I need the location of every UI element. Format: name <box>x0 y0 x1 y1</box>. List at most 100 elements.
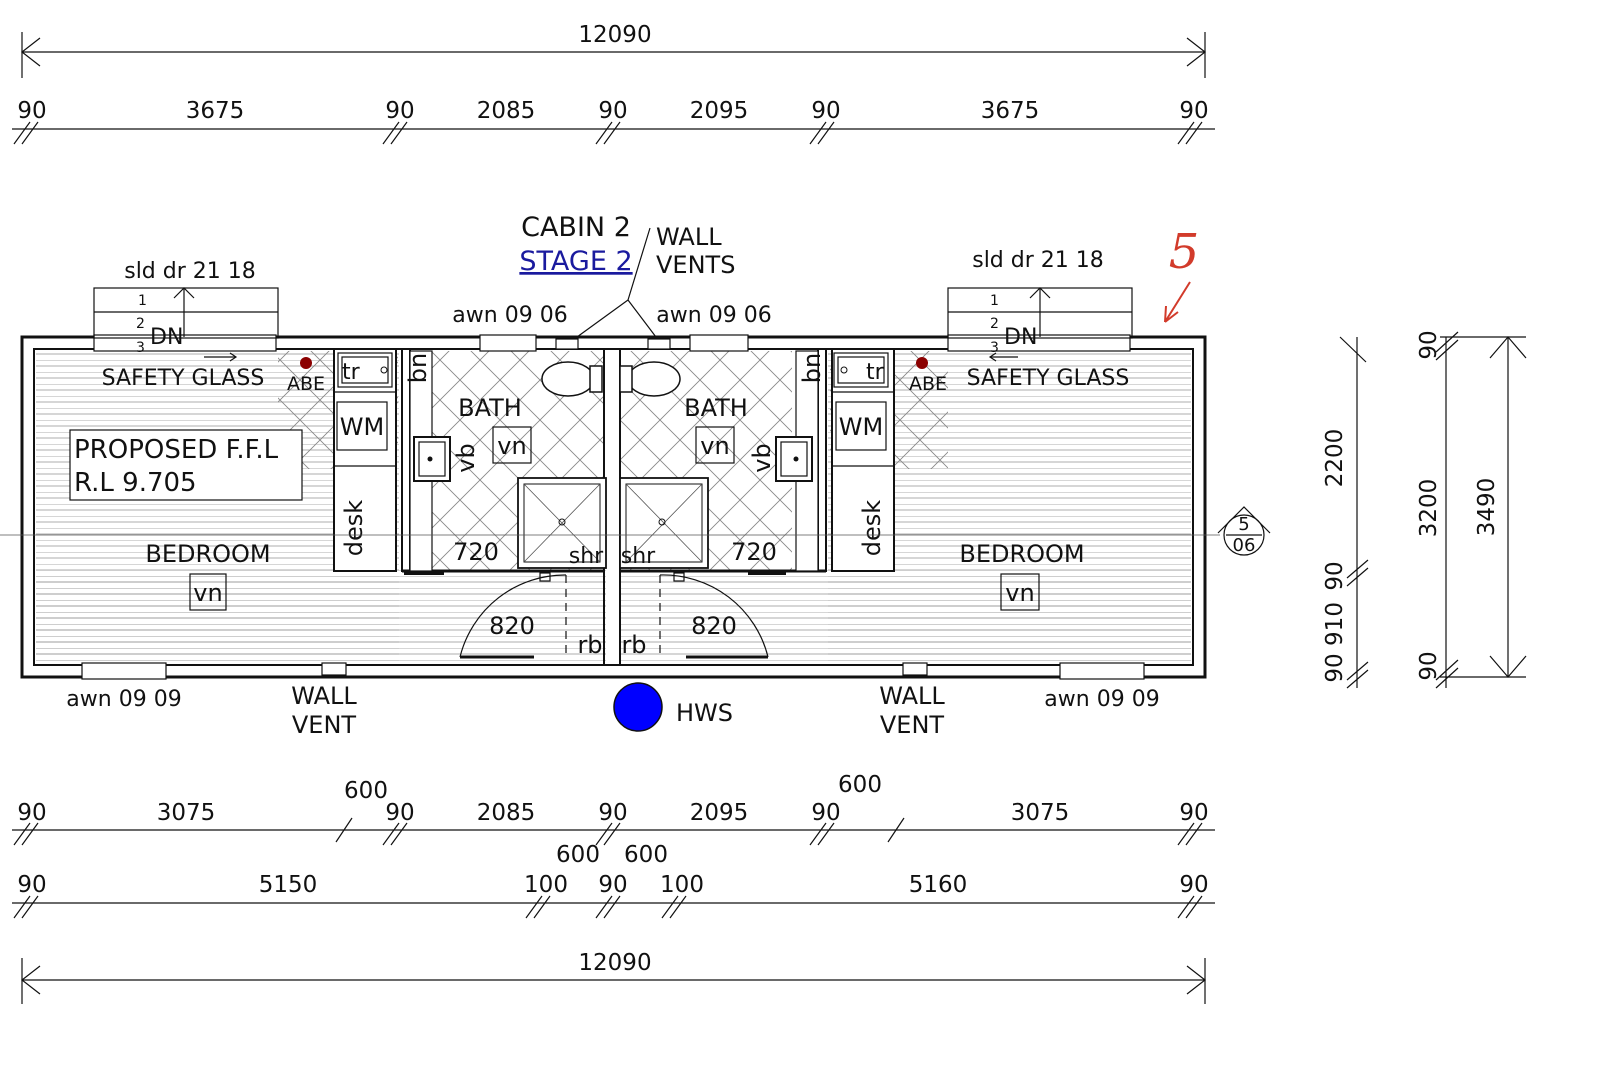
abe-marker <box>916 357 928 369</box>
dim-label: 90 <box>1416 330 1442 359</box>
section-number: 5 <box>1238 514 1249 535</box>
trough-left: tr <box>337 352 393 388</box>
top-segment-dimension: 90 3675 90 2085 90 2095 90 3675 90 <box>12 98 1215 145</box>
building <box>20 334 1207 680</box>
dim-label: 100 <box>660 872 704 898</box>
dim-label: 90 <box>811 98 840 124</box>
vent-label: vn <box>700 432 729 460</box>
door-width-label: 720 <box>731 538 777 566</box>
dim-label: 2095 <box>690 800 749 826</box>
step-number: 3 <box>990 340 999 356</box>
vanity-basin-left <box>413 436 451 482</box>
annotation-arrow <box>1164 281 1191 323</box>
ffl-line: PROPOSED F.F.L <box>74 435 279 465</box>
awning-label: awn 09 06 <box>656 303 771 328</box>
dim-label: 12090 <box>578 950 651 976</box>
hot-water-system <box>613 682 663 732</box>
room-label-bedroom: BEDROOM <box>145 540 270 568</box>
dim-label: 90 <box>385 98 414 124</box>
entry-door-right <box>659 572 769 659</box>
dim-label: 3490 <box>1474 478 1500 537</box>
cabin-title: CABIN 2 <box>521 212 631 243</box>
trough-label: tr <box>866 360 885 385</box>
vent-label: vn <box>497 432 526 460</box>
vent-label: vn <box>1005 579 1034 607</box>
toilet-right <box>619 361 681 397</box>
dim-label: 3200 <box>1416 479 1442 538</box>
section-sheet: 06 <box>1233 535 1256 556</box>
abe-label: ABE <box>909 373 947 395</box>
ffl-note: PROPOSED F.F.L R.L 9.705 <box>69 429 303 501</box>
dim-label: 90 <box>811 800 840 826</box>
steps-right: 1 2 3 DN <box>947 287 1133 356</box>
steps-left: 1 2 3 DN <box>93 287 279 356</box>
dim-label: 90 <box>385 800 414 826</box>
sliding-door-label: sld dr 21 18 <box>124 259 256 284</box>
dim-label: 2085 <box>477 800 536 826</box>
dim-label: 600 <box>838 772 882 798</box>
section-marker: 5 06 <box>1217 506 1271 556</box>
wall-vent-label: WALL <box>291 682 357 710</box>
shower-label: shr <box>569 544 604 569</box>
dim-label: 600 <box>624 842 668 868</box>
shower-label: shr <box>621 544 656 569</box>
top-overall-dimension: 12090 <box>21 22 1206 78</box>
dim-label: 5160 <box>909 872 968 898</box>
dim-label: 90 <box>1179 800 1208 826</box>
dim-label: 90 <box>598 800 627 826</box>
dim-label: 12090 <box>578 22 651 48</box>
hws-label: HWS <box>676 699 733 727</box>
vanity-label: vb <box>748 443 776 472</box>
dim-label: 90 <box>1179 98 1208 124</box>
dim-label: 2200 <box>1322 429 1348 488</box>
safety-glass-label: SAFETY GLASS <box>102 366 265 391</box>
step-number: 1 <box>990 293 999 309</box>
sliding-door-label: sld dr 21 18 <box>972 248 1104 273</box>
step-number: 2 <box>136 316 145 332</box>
vent-box <box>189 573 227 611</box>
wall-vent-label: VENT <box>292 711 357 739</box>
trough-right: tr <box>833 352 889 388</box>
safety-glass-label: SAFETY GLASS <box>967 366 1130 391</box>
shower-right <box>619 477 709 569</box>
right-dimension-inner: 2200 90 910 90 <box>1322 336 1369 689</box>
stage-link[interactable]: STAGE 2 <box>519 246 632 277</box>
dim-label: 90 <box>17 98 46 124</box>
dim-label: 90 <box>17 800 46 826</box>
bottom-dimension-row1: 90 3075 600 90 2085 90 2095 90 600 3075 … <box>12 772 1215 868</box>
trough-label: tr <box>342 360 361 385</box>
bench-label: bn <box>404 353 432 383</box>
awning-label: awn 09 09 <box>66 687 181 712</box>
awning-label: awn 09 09 <box>1044 687 1159 712</box>
right-dimension-mid: 90 3200 90 <box>1416 330 1526 689</box>
dim-label: 600 <box>344 778 388 804</box>
bottom-dimension-row2: 90 5150 100 90 100 5160 90 <box>12 872 1215 919</box>
awning-label: awn 09 06 <box>452 303 567 328</box>
vent-label: vn <box>193 579 222 607</box>
down-label: DN <box>150 325 183 350</box>
dim-label: 90 <box>598 872 627 898</box>
abe-marker <box>300 357 312 369</box>
dim-label: 3075 <box>157 800 216 826</box>
dim-label: 100 <box>524 872 568 898</box>
dim-label: 3675 <box>981 98 1040 124</box>
room-label-bedroom: BEDROOM <box>959 540 1084 568</box>
wm-label: WM <box>340 413 384 441</box>
down-label: DN <box>1004 325 1037 350</box>
dim-label: 600 <box>556 842 600 868</box>
dim-label: 90 <box>1322 653 1348 682</box>
washing-machine-left: WM <box>336 401 388 451</box>
vent-box <box>1000 573 1040 611</box>
step-number: 1 <box>138 293 147 309</box>
handwritten-annotation: 5 <box>1169 224 1200 280</box>
vanity-basin-right <box>775 436 813 482</box>
wall-vents-label: WALL <box>656 223 722 251</box>
robe-label: rb <box>577 631 602 659</box>
step-number: 3 <box>136 340 145 356</box>
dim-label: 90 <box>1179 872 1208 898</box>
desk-label: desk <box>858 500 886 557</box>
bench-label: bn <box>798 353 826 383</box>
room-label-bath: BATH <box>684 394 748 422</box>
vent-box <box>492 426 532 464</box>
